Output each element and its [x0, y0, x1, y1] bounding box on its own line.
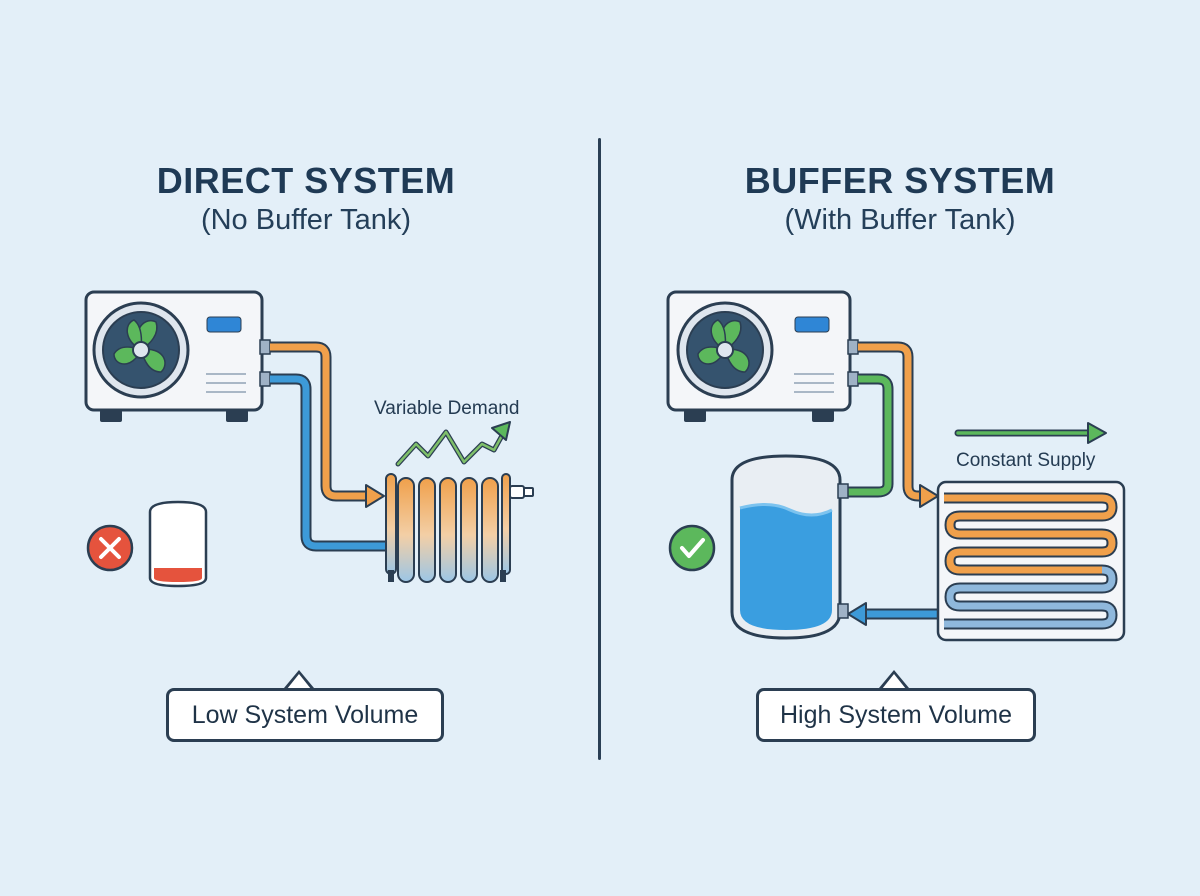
callout-pointer-right: [879, 670, 909, 689]
small-tank: [148, 500, 208, 588]
callout-pointer-left: [284, 670, 314, 689]
variable-demand-label: Variable Demand: [374, 398, 520, 419]
buffer-system-title: BUFFER SYSTEM: [744, 160, 1056, 201]
heat-pump-unit-right: [666, 290, 859, 422]
buffer-system-subtitle: (With Buffer Tank): [784, 204, 1016, 236]
cold-pipe-left: [270, 373, 388, 552]
buffer-tank: [730, 454, 849, 640]
constant-supply-arrow-icon: [954, 422, 1107, 444]
radiator: [385, 473, 534, 583]
underfloor-heating-coil: [936, 480, 1126, 642]
direct-system-subtitle: (No Buffer Tank): [200, 204, 412, 236]
green-pipe-right: [846, 373, 894, 498]
direct-system-title: DIRECT SYSTEM: [156, 160, 456, 201]
check-circle-icon: [668, 524, 716, 572]
x-circle-icon: [86, 524, 134, 572]
heat-pump-unit-left: [84, 290, 271, 422]
hot-pipe-left: [270, 341, 385, 508]
constant-supply-label: Constant Supply: [956, 450, 1096, 471]
panel-divider: [598, 138, 601, 760]
return-pipe-right: [847, 602, 938, 626]
buffer-system-panel: BUFFER SYSTEM (With Buffer Tank): [600, 0, 1200, 896]
variable-demand-arrow-icon: [395, 421, 511, 467]
fan-icon: [113, 319, 166, 373]
low-system-volume-callout: Low System Volume: [166, 688, 444, 742]
hot-pipe-right: [858, 341, 939, 508]
high-system-volume-callout: High System Volume: [756, 688, 1036, 742]
fan-icon: [697, 319, 750, 373]
direct-system-panel: DIRECT SYSTEM (No Buffer Tank): [157, 160, 455, 236]
